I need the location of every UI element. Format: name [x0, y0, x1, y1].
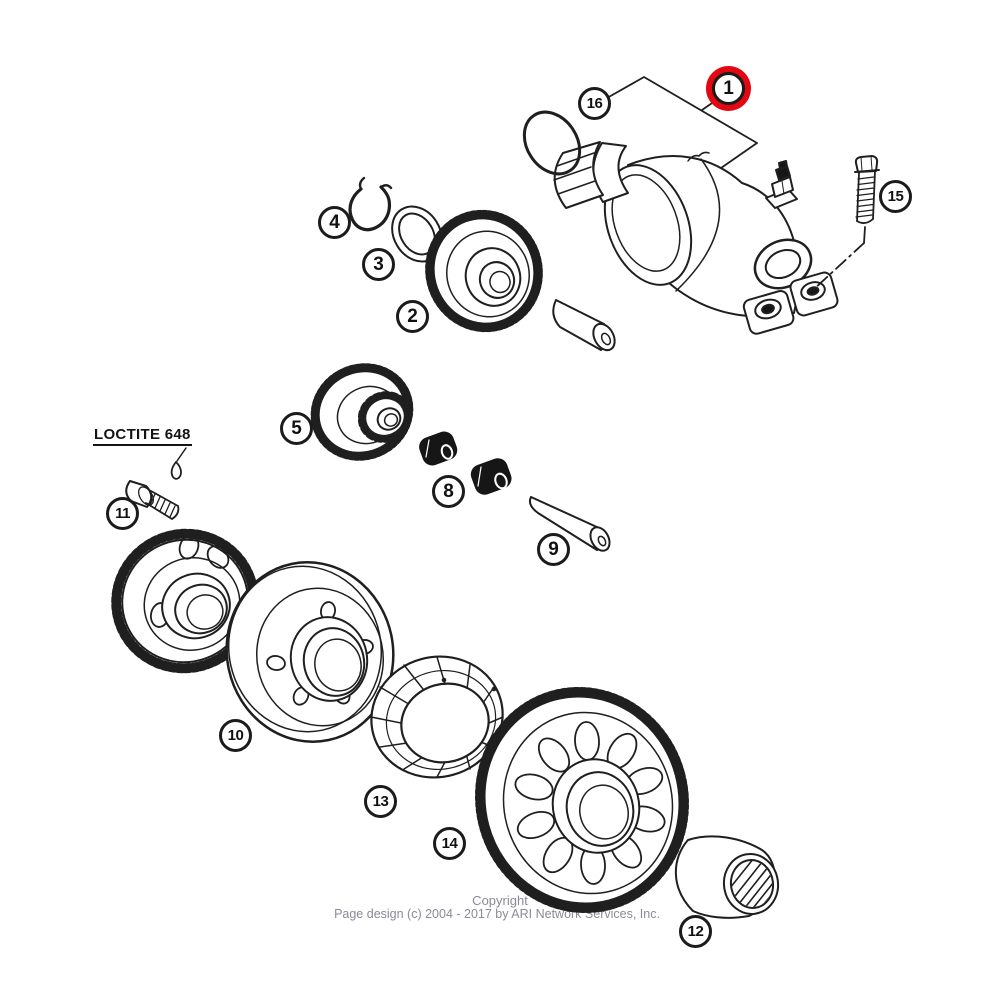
o-ring-large-drawing	[522, 110, 582, 176]
callout-16[interactable]: 16	[578, 87, 611, 120]
idler-gear-drawing	[425, 209, 543, 333]
callout-9[interactable]: 9	[537, 533, 570, 566]
callout-11[interactable]: 11	[106, 497, 139, 530]
motor-mount-lugs	[742, 271, 839, 335]
ring-gear-drawing	[475, 686, 689, 914]
callout-3[interactable]: 3	[362, 248, 395, 281]
callout-4[interactable]: 4	[318, 206, 351, 239]
leader-lines	[606, 76, 866, 291]
double-gear-drawing	[310, 363, 414, 461]
copyright-line-1: Copyright	[472, 893, 528, 908]
callout-8[interactable]: 8	[432, 475, 465, 508]
freewheel-gear-drawing	[111, 528, 259, 674]
callout-13[interactable]: 13	[364, 785, 397, 818]
callout-10[interactable]: 10	[219, 719, 252, 752]
spacer-sleeve-drawing	[552, 299, 616, 352]
loctite-note: LOCTITE 648	[93, 426, 192, 446]
pin-drawing	[528, 496, 611, 552]
callout-15[interactable]: 15	[879, 180, 912, 213]
needle-bearing-drawing	[674, 835, 780, 919]
bushings-drawing	[419, 431, 512, 495]
callout-1[interactable]: 1	[712, 72, 745, 105]
callout-14[interactable]: 14	[433, 827, 466, 860]
flange-bolt-drawing	[854, 155, 880, 224]
callout-5[interactable]: 5	[280, 412, 313, 445]
starter-motor-drawing	[553, 141, 839, 335]
starter-hub-drawing	[225, 561, 395, 743]
callout-2[interactable]: 2	[396, 300, 429, 333]
snap-ring-drawing	[348, 176, 393, 232]
clutch-ring-drawing	[370, 655, 504, 779]
callout-12[interactable]: 12	[679, 915, 712, 948]
